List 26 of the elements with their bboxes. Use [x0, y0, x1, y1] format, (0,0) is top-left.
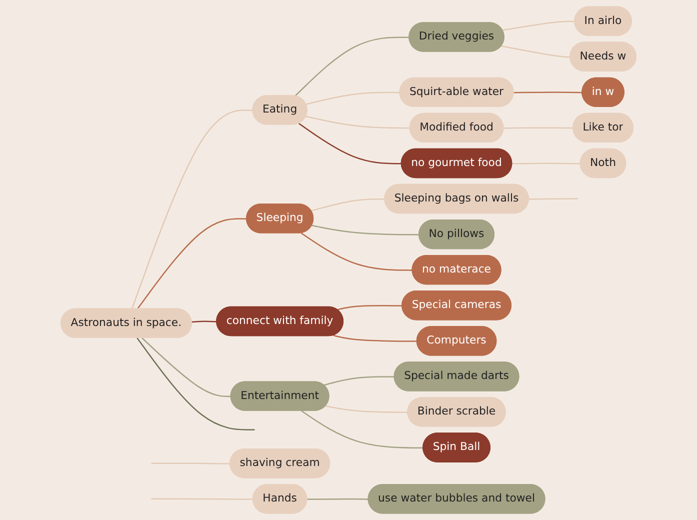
- connector: [326, 405, 408, 413]
- connector: [306, 116, 410, 129]
- connector: [136, 218, 247, 310]
- connector: [501, 45, 570, 58]
- connector: [502, 20, 575, 31]
- connector: [298, 122, 402, 164]
- connector: [324, 376, 395, 386]
- connector: [337, 305, 402, 310]
- connector: [504, 127, 574, 129]
- connector: [514, 92, 582, 94]
- connector: [192, 320, 217, 323]
- connector: [294, 36, 410, 97]
- connector: [151, 462, 230, 464]
- connector: [333, 334, 418, 342]
- connector: [300, 232, 413, 271]
- connector: [306, 92, 400, 105]
- connector: [307, 498, 369, 500]
- connector: [310, 198, 385, 212]
- connector: [142, 338, 232, 398]
- connector: [528, 198, 578, 200]
- connector: [301, 410, 424, 449]
- connector: [151, 498, 254, 500]
- connector: [131, 110, 254, 310]
- connector: [312, 224, 420, 236]
- connector: [136, 338, 255, 430]
- connector: [512, 162, 581, 164]
